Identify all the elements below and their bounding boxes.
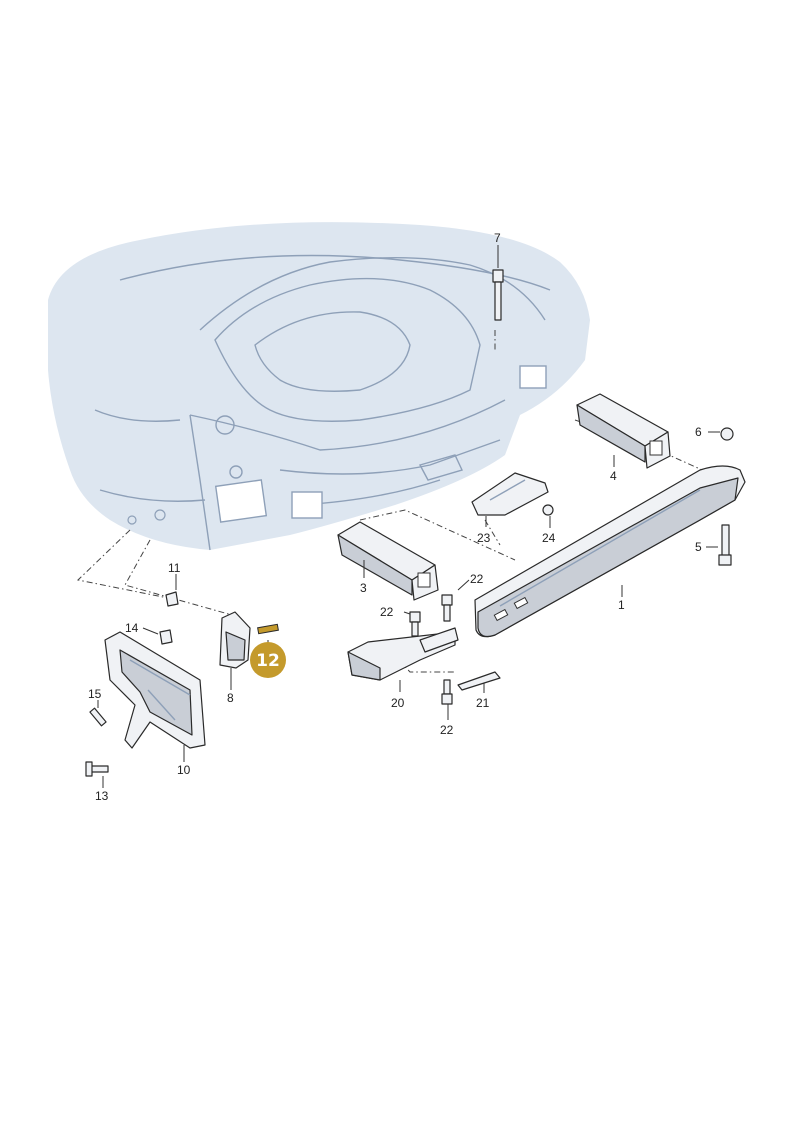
label-7: 7	[494, 231, 501, 245]
label-12: 12	[256, 651, 280, 671]
car-rear-body	[48, 222, 590, 551]
part-1-bumper-beam	[474, 465, 746, 638]
part-3-crash-box	[337, 521, 439, 601]
label-20: 20	[391, 696, 405, 710]
highlight-callout-12: 12	[250, 640, 286, 678]
label-8: 8	[227, 691, 234, 705]
label-22-top: 22	[470, 572, 484, 586]
part-23-bracket	[471, 472, 549, 516]
leader-lines	[97, 245, 720, 788]
part-20-bracket	[347, 627, 459, 681]
label-4: 4	[610, 469, 617, 483]
label-11: 11	[168, 561, 181, 575]
label-13: 13	[95, 789, 109, 803]
label-3: 3	[360, 581, 367, 595]
label-6: 6	[695, 425, 702, 439]
label-15: 15	[88, 687, 102, 701]
label-22-bottom: 22	[440, 723, 454, 737]
label-21: 21	[476, 696, 490, 710]
part-8-bracket	[219, 611, 251, 669]
label-22-mid: 22	[380, 605, 394, 619]
callout-labels: 7 6 4 5 23 24 3 1 22 22 22 20 21 11 14 1…	[88, 231, 702, 803]
highlight-circle	[250, 642, 286, 678]
label-10: 10	[177, 763, 191, 777]
part-4-crash-box	[576, 393, 671, 469]
part-24-nut	[542, 504, 554, 516]
label-5: 5	[695, 540, 702, 554]
label-1: 1	[618, 598, 625, 612]
part-10-side-bracket	[104, 631, 206, 749]
fasteners	[85, 269, 734, 777]
label-24: 24	[542, 531, 556, 545]
label-23: 23	[477, 531, 491, 545]
label-14: 14	[125, 621, 139, 635]
part-21-plate	[457, 671, 501, 691]
